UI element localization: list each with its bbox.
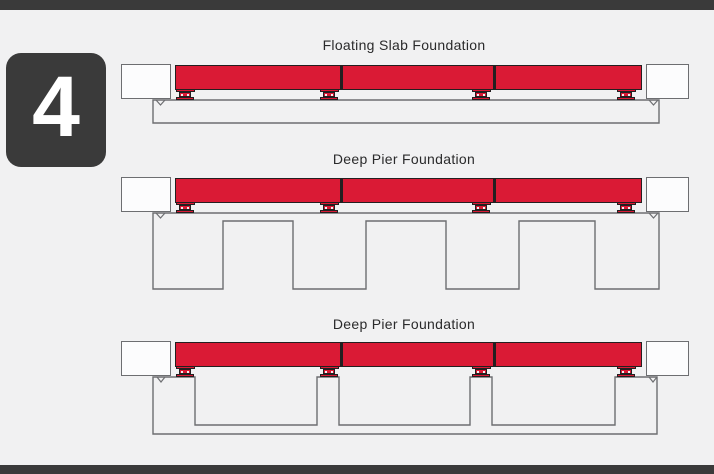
deep-pier-outline bbox=[152, 212, 660, 290]
control-joint-notch bbox=[648, 212, 659, 219]
diagram-title-deep-pier-2: Deep Pier Foundation bbox=[332, 316, 476, 332]
support-jack bbox=[471, 202, 491, 213]
control-joint-notch bbox=[156, 376, 166, 383]
support-jack bbox=[175, 366, 195, 377]
beam-joint bbox=[340, 66, 343, 89]
bottom-border-bar bbox=[0, 465, 714, 474]
support-jack bbox=[471, 366, 491, 377]
support-jack bbox=[175, 202, 195, 213]
support-jack bbox=[175, 89, 195, 100]
beam-joint bbox=[493, 179, 496, 202]
right-footing-block bbox=[646, 341, 689, 376]
diagram-title-floating-slab: Floating Slab Foundation bbox=[322, 37, 486, 53]
support-jack bbox=[319, 202, 339, 213]
right-footing-block bbox=[646, 177, 689, 212]
control-joint-notch bbox=[155, 212, 166, 219]
left-footing-block bbox=[121, 64, 171, 99]
beam-joint bbox=[493, 343, 496, 366]
control-joint-notch bbox=[155, 99, 166, 106]
support-jack bbox=[616, 89, 636, 100]
top-border-bar bbox=[0, 0, 714, 10]
left-footing-block bbox=[121, 177, 171, 212]
right-footing-block bbox=[646, 64, 689, 99]
step-number: 4 bbox=[32, 59, 80, 155]
beam-joint bbox=[340, 343, 343, 366]
support-jack bbox=[319, 89, 339, 100]
control-joint-notch bbox=[648, 99, 659, 106]
beam-joint bbox=[340, 179, 343, 202]
support-jack bbox=[319, 366, 339, 377]
mobile-home-beam bbox=[175, 65, 642, 90]
mobile-home-beam bbox=[175, 178, 642, 203]
mobile-home-beam bbox=[175, 342, 642, 367]
deep-pier-grade-beam-outline bbox=[152, 376, 658, 435]
support-jack bbox=[616, 366, 636, 377]
control-joint-notch bbox=[648, 376, 658, 383]
beam-joint bbox=[493, 66, 496, 89]
step-number-badge: 4 bbox=[6, 53, 106, 167]
support-jack bbox=[616, 202, 636, 213]
floating-slab-outline bbox=[152, 99, 660, 124]
diagram-title-deep-pier-1: Deep Pier Foundation bbox=[332, 151, 476, 167]
support-jack bbox=[471, 89, 491, 100]
left-footing-block bbox=[121, 341, 171, 376]
